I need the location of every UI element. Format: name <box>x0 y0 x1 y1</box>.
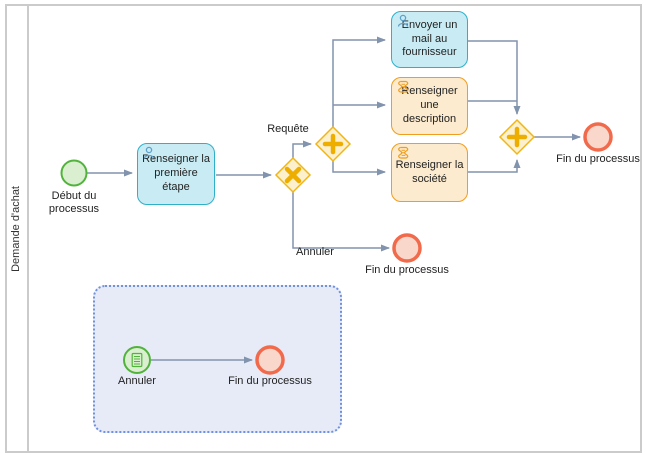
end-event-annuler[interactable] <box>392 233 422 263</box>
task-label: Renseigner une description <box>401 85 458 125</box>
end-event-subprocess[interactable] <box>255 345 285 375</box>
task-renseigner-societe[interactable]: Renseigner la société <box>391 143 468 202</box>
x-gateway-icon <box>284 166 302 184</box>
flow-requete-label: Requête <box>267 123 309 135</box>
flow-annuler <box>292 192 390 252</box>
parallel-gateway-split[interactable] <box>314 125 352 163</box>
sequence-flows <box>87 36 581 364</box>
start-event[interactable] <box>60 159 88 187</box>
task-renseigner-description[interactable]: Renseigner une description <box>391 77 468 135</box>
flow-societe-to-join <box>468 159 521 173</box>
script-icon <box>396 146 410 165</box>
flow-split-to-mail <box>332 36 386 127</box>
subprocess-start-label: Annuler <box>118 375 156 387</box>
start-event-label: Début du processus <box>48 190 100 215</box>
task-envoyer-mail[interactable]: Envoyer un mail au fournisseur <box>391 11 468 68</box>
user-icon <box>142 146 156 165</box>
conditional-start-event[interactable] <box>123 346 151 374</box>
script-icon <box>396 80 410 99</box>
flow-annuler-label: Annuler <box>296 246 334 258</box>
task-label: Envoyer un mail au fournisseur <box>401 18 458 59</box>
end-event-main-label: Fin du processus <box>556 153 640 165</box>
plus-gateway-icon <box>506 126 528 148</box>
exclusive-gateway[interactable] <box>274 156 312 194</box>
flow-requete <box>292 140 312 158</box>
task-premiere-etape[interactable]: Renseigner la première étape <box>137 143 215 205</box>
plus-gateway-icon <box>322 133 344 155</box>
task-label: Renseigner la première étape <box>142 153 210 193</box>
parallel-gateway-join[interactable] <box>498 118 536 156</box>
end-event-main[interactable] <box>583 122 613 152</box>
subprocess-end-label: Fin du processus <box>228 375 312 387</box>
pool-label-band[interactable]: Demande d'achat <box>5 4 29 453</box>
end-event-annuler-label: Fin du processus <box>365 264 449 276</box>
conditional-event-icon <box>131 352 143 368</box>
flow-mail-to-join <box>468 40 521 115</box>
task-label: Renseigner la société <box>395 158 464 185</box>
flow-split-to-societe <box>332 161 386 176</box>
user-icon <box>396 14 410 33</box>
